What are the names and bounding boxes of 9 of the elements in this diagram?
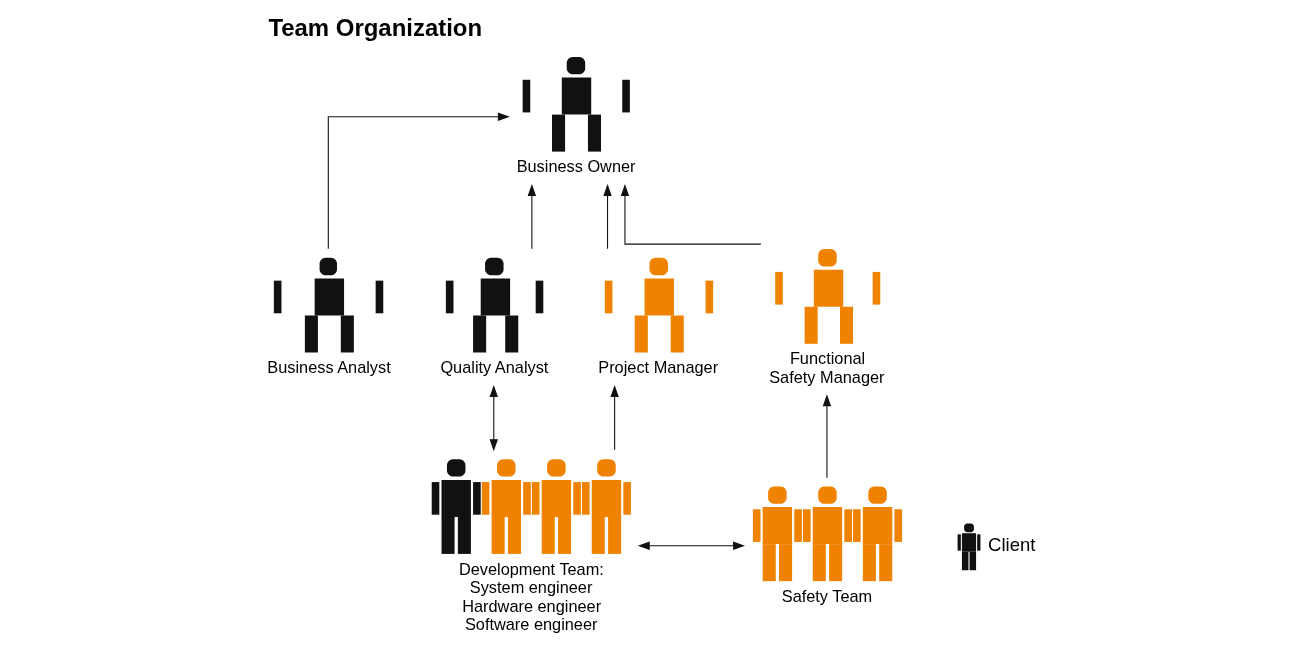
node-label: Functional Safety Manager [768,348,884,386]
node-label: Business Analyst [266,357,391,376]
diagram-title: Team Organization [267,13,482,41]
node-label: Business Owner [516,156,636,175]
node-label: Project Manager [597,357,718,376]
node-label: Development Team: System engineer Hardware engineer Software engineer [458,559,604,633]
node-label: Safety Team [781,586,872,605]
legend-label: Client [987,533,1035,555]
node-label: Quality Analyst [439,357,548,376]
